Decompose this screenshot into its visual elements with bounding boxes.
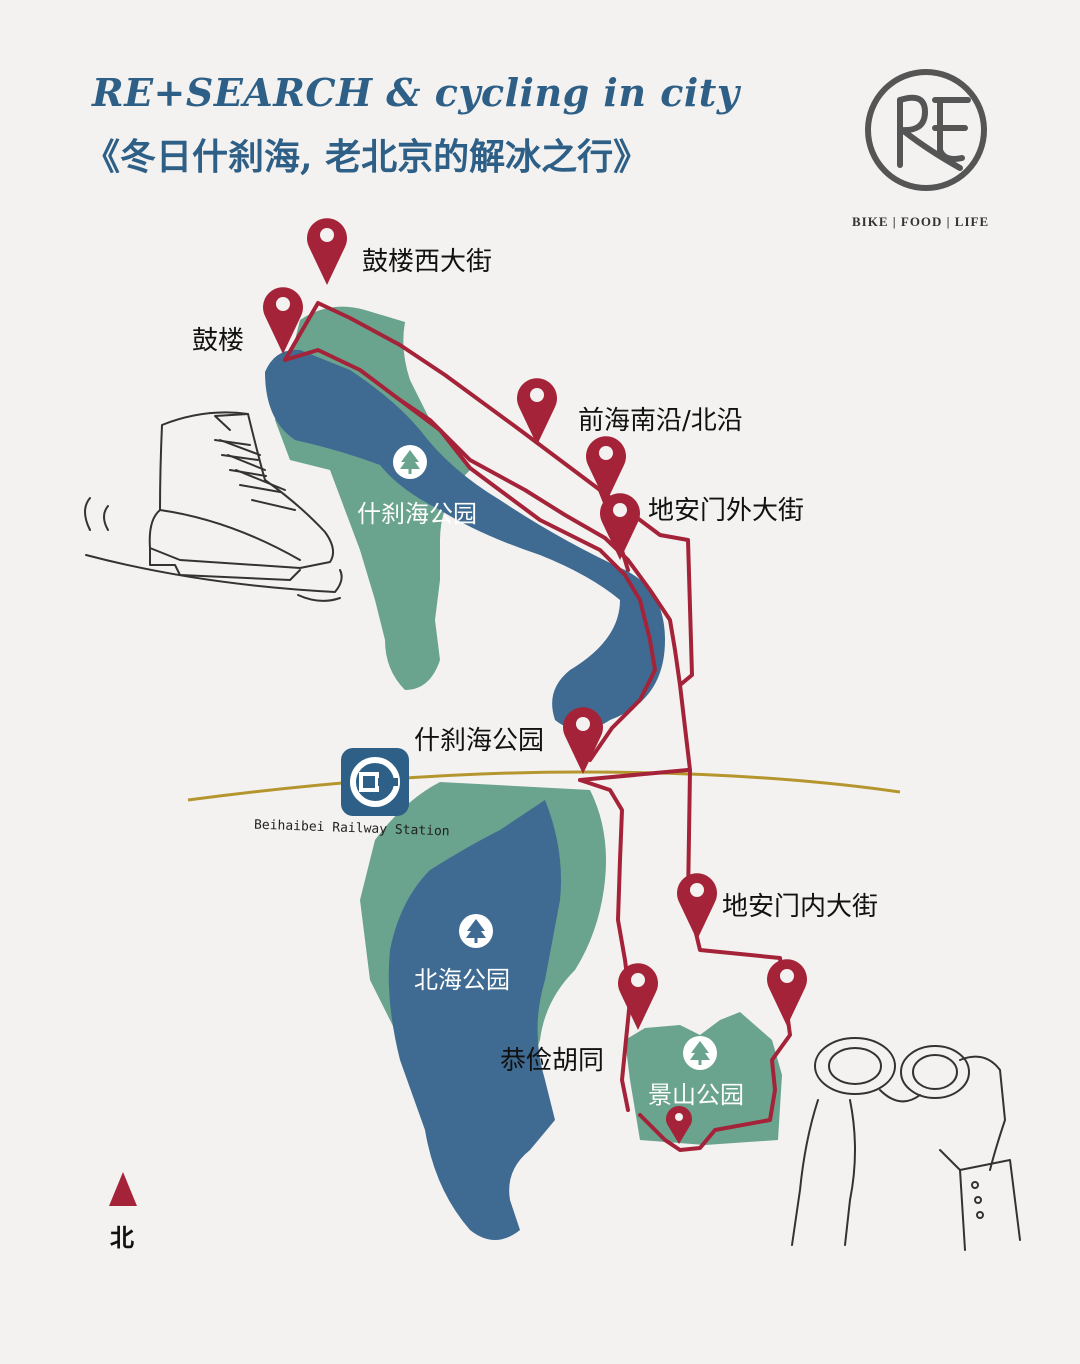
marker-label-gongjian: 恭俭胡同 (500, 1046, 605, 1076)
cycling-route (283, 301, 792, 1152)
railway-line (187, 770, 901, 802)
marker-label-qianhai: 前海南沿/北沿 (578, 406, 743, 436)
title-chinese: 《冬日什刹海, 老北京的解冰之行》 (84, 136, 650, 178)
tree-icon (393, 445, 427, 479)
marker-label-dianmennei: 地安门内大街 (722, 892, 879, 922)
location-pin-jingshan-south[interactable] (666, 1106, 692, 1144)
park-label-beihai: 北海公园 (414, 966, 510, 994)
beihai-lake (388, 800, 561, 1240)
brand-logo (865, 69, 987, 191)
location-pin-jingshan[interactable] (767, 959, 807, 1026)
park-label-shichahai: 什刹海公园 (357, 500, 477, 528)
marker-label-gulouxidajie: 鼓楼西大街 (362, 247, 493, 277)
north-arrow-icon (109, 1172, 137, 1206)
tree-icon (683, 1036, 717, 1070)
location-pin-gulou[interactable] (263, 287, 303, 354)
location-pin-gulouxidajie[interactable] (307, 218, 347, 285)
ice-skate-sketch (84, 411, 343, 602)
shichahai-lake (265, 349, 665, 730)
title-english: RE+SEARCH & cycling in city (92, 70, 740, 115)
park-label-jingshan: 景山公园 (648, 1081, 744, 1109)
location-pin-dianmennei[interactable] (677, 873, 717, 940)
tree-icon (459, 914, 493, 948)
marker-label-gulou: 鼓楼 (192, 326, 245, 356)
location-pin-shichahai[interactable] (563, 707, 603, 774)
logo-caption: BIKE | FOOD | LIFE (852, 214, 990, 229)
marker-label-dianmenwai: 地安门外大街 (648, 496, 805, 526)
subway-icon[interactable] (341, 748, 409, 816)
location-pin-dianmenwai[interactable] (600, 493, 640, 560)
binoculars-sketch (791, 1037, 1021, 1251)
location-pin-gongjian[interactable] (618, 963, 658, 1030)
north-label: 北 (110, 1224, 134, 1252)
marker-label-shichahai: 什刹海公园 (414, 726, 545, 756)
location-pin-qianhai[interactable] (517, 378, 557, 445)
jingshan-park-area (625, 1012, 782, 1145)
location-pin-qianhai-2[interactable] (586, 436, 626, 503)
